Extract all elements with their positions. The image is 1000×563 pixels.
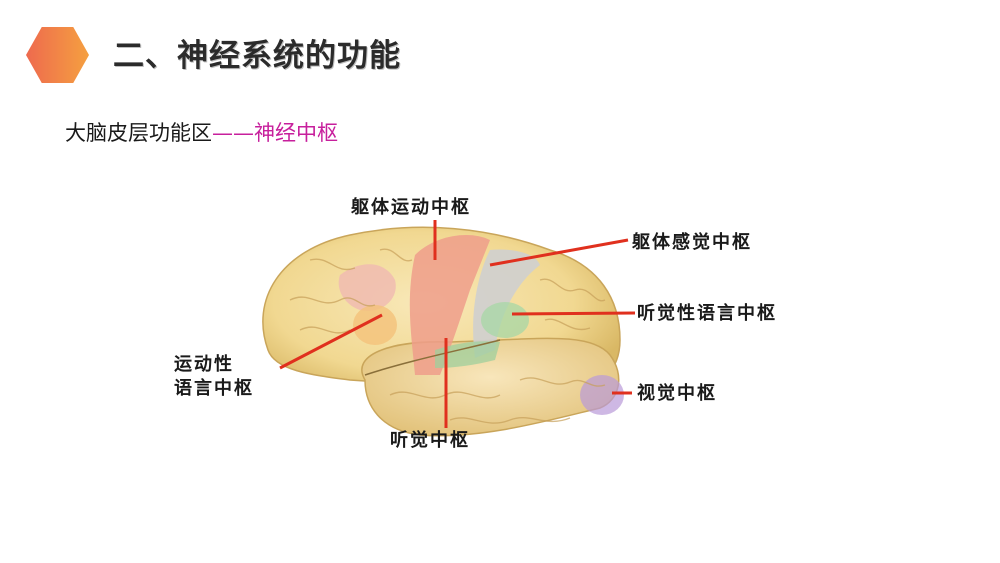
brain-illustration xyxy=(262,220,636,437)
label-motor-language-2: 语言中枢 xyxy=(174,378,254,399)
subtitle-accent: 神经中枢 xyxy=(254,121,338,145)
page-title: 二、神经系统的功能 xyxy=(113,38,401,74)
pointer-somatic-sensory xyxy=(489,238,629,267)
label-somatic-sensory: 躯体感觉中枢 xyxy=(632,232,752,253)
hexagon-icon xyxy=(26,27,89,83)
pointer-motor-language xyxy=(279,313,383,370)
label-visual: 视觉中枢 xyxy=(637,383,717,404)
label-auditory-language: 听觉性语言中枢 xyxy=(637,303,777,324)
label-auditory: 听觉中枢 xyxy=(390,430,470,451)
label-motor-language-1: 运动性 xyxy=(174,354,234,375)
pointer-auditory-language xyxy=(511,311,636,316)
brain-diagram: 躯体运动中枢 躯体感觉中枢 听觉性语言中枢 运动性 语言中枢 视觉中枢 听觉中枢 xyxy=(150,180,850,470)
subtitle: 大脑皮层功能区——神经中枢 xyxy=(65,118,338,148)
subtitle-main: 大脑皮层功能区 xyxy=(65,121,212,145)
label-somatic-motor: 躯体运动中枢 xyxy=(351,197,471,218)
subtitle-dash: —— xyxy=(212,121,254,145)
